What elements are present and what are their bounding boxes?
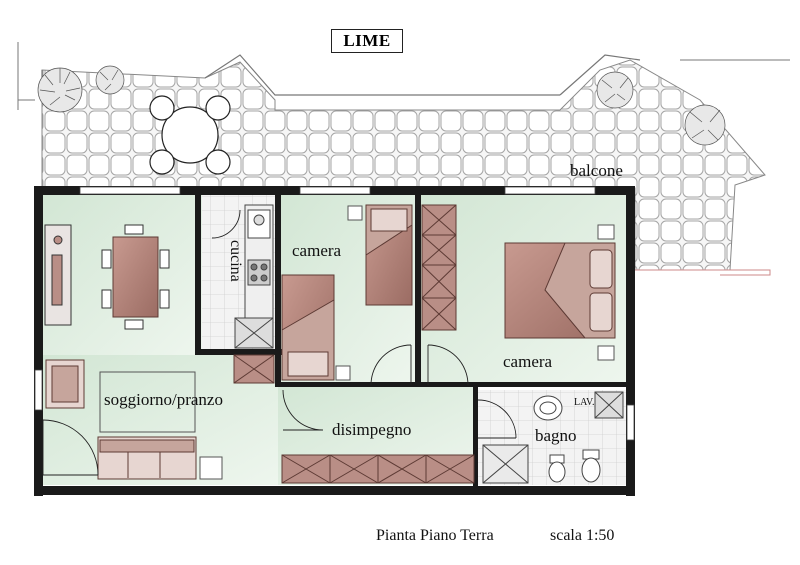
room-label-disimpegno: disimpegno bbox=[332, 420, 412, 439]
kitchen-counter bbox=[234, 204, 274, 349]
shower bbox=[482, 444, 529, 484]
washbasin bbox=[533, 395, 563, 421]
nightstand-2 bbox=[335, 365, 351, 381]
bidet bbox=[548, 454, 566, 483]
coffee-table bbox=[99, 371, 196, 433]
armchair bbox=[45, 359, 85, 409]
room-label-balcone: balcone bbox=[570, 161, 623, 180]
hall-cabinets bbox=[281, 454, 475, 484]
windows bbox=[34, 186, 635, 441]
nightstand-3 bbox=[597, 224, 615, 240]
sofa bbox=[97, 436, 197, 480]
toilet bbox=[581, 449, 601, 483]
plant-right bbox=[596, 71, 726, 146]
caption-plan: Pianta Piano Terra bbox=[376, 527, 494, 544]
doors bbox=[42, 209, 517, 476]
terrace-table bbox=[149, 95, 231, 175]
single-bed-1 bbox=[281, 274, 335, 381]
double-bed bbox=[504, 242, 616, 339]
dining-table bbox=[101, 224, 170, 330]
room-label-camera-right: camera bbox=[503, 352, 553, 371]
plant-left bbox=[37, 65, 125, 113]
room-label-bagno: bagno bbox=[535, 426, 577, 445]
room-label-camera-left: camera bbox=[292, 241, 342, 260]
plan-title: LIME bbox=[343, 31, 391, 50]
room-label-cucina: cucina bbox=[227, 240, 244, 282]
wardrobe bbox=[421, 204, 457, 331]
side-table bbox=[199, 456, 223, 480]
dresser bbox=[233, 354, 275, 384]
nightstand-4 bbox=[597, 345, 615, 361]
nightstand-1 bbox=[347, 205, 363, 221]
lav-label: LAV. bbox=[574, 397, 595, 408]
washing-machine bbox=[594, 391, 624, 419]
plan-title-box: LIME bbox=[331, 29, 403, 53]
room-label-soggiorno: soggiorno/pranzo bbox=[104, 390, 223, 409]
tv-unit bbox=[44, 224, 72, 326]
single-bed-2 bbox=[365, 204, 413, 306]
caption-scale: scala 1:50 bbox=[550, 527, 615, 544]
